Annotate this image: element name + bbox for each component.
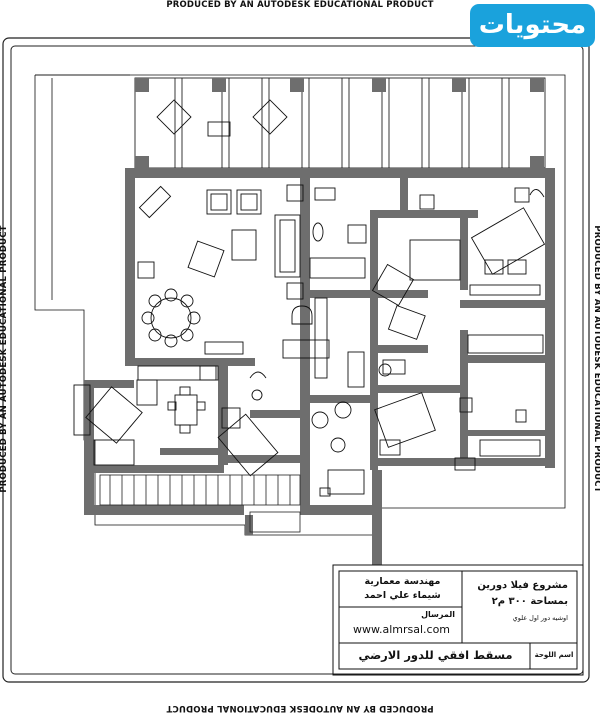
living-room-furniture xyxy=(137,184,304,355)
designer-name: شيماء علي احمد xyxy=(364,590,441,601)
site-logo: محتويات xyxy=(470,4,595,47)
watermark-left: PRODUCED BY AN AUTODESK EDUCATIONAL PROD… xyxy=(0,225,9,493)
bedroom-right-furniture xyxy=(371,187,546,471)
watermark-right: PRODUCED BY AN AUTODESK EDUCATIONAL PROD… xyxy=(592,225,600,493)
sheet-border-outer xyxy=(2,37,590,683)
designer-role: مهندسة معمارية xyxy=(364,576,441,587)
website-label: المرسال xyxy=(421,610,455,619)
bathroom-fixtures xyxy=(282,187,392,497)
watermark-top: PRODUCED BY AN AUTODESK EDUCATIONAL PROD… xyxy=(166,0,434,10)
bedroom-left-furniture xyxy=(217,371,279,477)
sheet-label: اسم اللوحة xyxy=(534,651,574,659)
walls xyxy=(84,168,555,565)
project-note: اوشيه دور اول علوي xyxy=(512,614,568,622)
sheet-border-inner xyxy=(10,45,584,675)
pergola xyxy=(134,77,546,169)
watermark-bottom: PRODUCED BY AN AUTODESK EDUCATIONAL PROD… xyxy=(166,703,434,713)
project-area: بمساحة ٣٠٠ م٢ xyxy=(491,596,568,607)
staircase xyxy=(99,474,301,533)
project-title: مشروع فيلا دورين xyxy=(477,580,568,591)
kitchen-furniture xyxy=(73,365,219,466)
drawing-title: مسقط افقي للدور الارضي xyxy=(358,648,513,662)
terrace-chairs xyxy=(156,99,288,137)
pergola-columns xyxy=(135,78,544,170)
title-block-frame xyxy=(332,564,584,676)
website-url: www.almrsal.com xyxy=(352,623,451,636)
